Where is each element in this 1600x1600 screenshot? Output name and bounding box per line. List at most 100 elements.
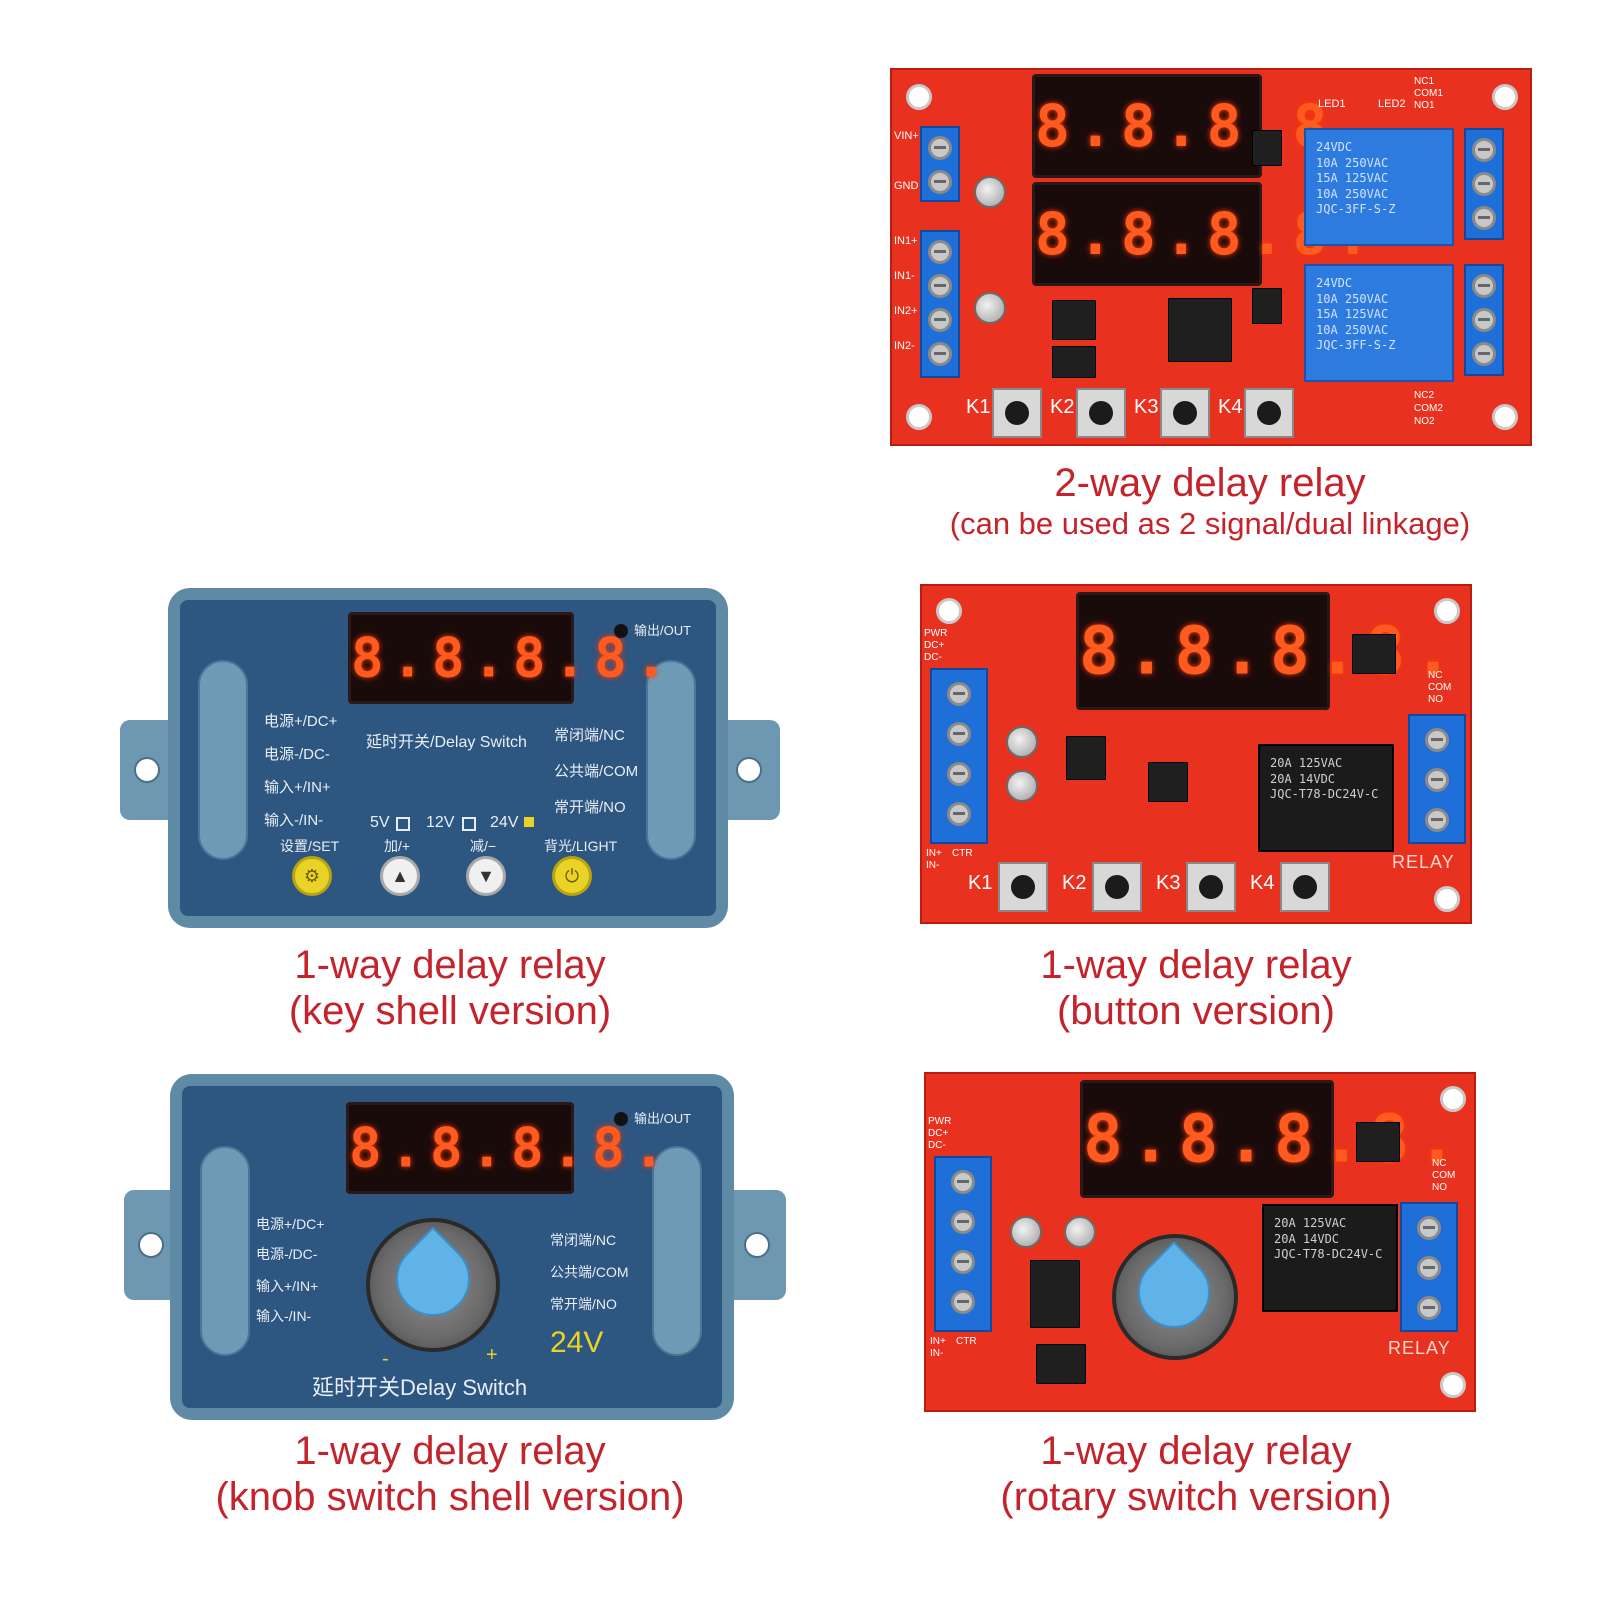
caption-title: 2-way delay relay xyxy=(1054,461,1366,505)
pin-label: PWR xyxy=(924,628,948,639)
capacitor xyxy=(1006,726,1038,758)
power-icon: ⏻ xyxy=(564,865,580,886)
mounting-hole xyxy=(134,757,160,783)
terminal-screw xyxy=(947,802,971,826)
terminal-screw xyxy=(1472,138,1496,162)
key-button-k3[interactable] xyxy=(1160,388,1210,438)
pin-label: NC2 xyxy=(1414,390,1435,401)
two-way-relay-board: 8.8.8.8. 8.8.8.8. VIN+ GND IN1+ IN1- IN2… xyxy=(890,68,1532,446)
pin-label: 电源-/DC- xyxy=(264,746,330,763)
display-digits: 8.8.8.8. xyxy=(1035,92,1379,160)
relay-2-terminal xyxy=(1464,264,1504,376)
pin-label: NC xyxy=(1432,1158,1447,1169)
pin-label: CTR xyxy=(952,848,973,859)
out-label: 输出/OUT xyxy=(634,1111,692,1126)
key-label: K4 xyxy=(1250,872,1275,894)
key-label: K2 xyxy=(1050,396,1075,418)
grip-slot xyxy=(200,1146,250,1356)
knob-indicator-icon xyxy=(1123,1241,1225,1343)
indicator-12v xyxy=(462,817,476,831)
caption-key-shell: 1-way delay relay (key shell version) xyxy=(150,942,750,1034)
relay-2: 24VDC 10A 250VAC 15A 125VAC 10A 250VAC J… xyxy=(1304,264,1454,382)
optocoupler-chip xyxy=(1252,288,1282,324)
relay-terminal xyxy=(1400,1202,1458,1332)
mounting-hole xyxy=(1434,886,1460,912)
up-arrow-icon: ▲ xyxy=(391,865,409,886)
led-display: 8.8.8.8. xyxy=(1076,592,1453,710)
rotary-knob[interactable] xyxy=(366,1218,500,1352)
set-button[interactable]: ⚙ xyxy=(292,856,332,896)
power-terminal xyxy=(920,126,960,202)
capacitor xyxy=(1006,770,1038,802)
led-label: LED1 xyxy=(1318,98,1346,110)
device-title: 延时开关/Delay Switch xyxy=(366,734,527,751)
relay-1-terminal xyxy=(1464,128,1504,240)
down-arrow-icon: ▼ xyxy=(477,865,495,886)
voltage-12v: 12V xyxy=(426,814,455,831)
knob-shell-housing: 8.8.8.8. 输出/OUT 电源+/DC+ 电源-/DC- 输入+/IN+ … xyxy=(170,1074,734,1420)
pin-label: IN+ xyxy=(930,1336,946,1347)
key-button-k2[interactable] xyxy=(1092,862,1142,912)
key-label: K4 xyxy=(1218,396,1243,418)
mounting-ear-right xyxy=(700,720,780,820)
led-display: 8.8.8.8. xyxy=(348,612,676,704)
grip-slot xyxy=(646,660,696,860)
pin-label: 常闭端/NC xyxy=(554,727,625,744)
terminal-screw xyxy=(1425,728,1449,752)
terminal-screw xyxy=(928,308,952,332)
led-display: 8.8.8.8. xyxy=(1080,1080,1457,1198)
terminal-screw xyxy=(1425,808,1449,832)
pin-label: GND xyxy=(894,180,919,192)
terminal-screw xyxy=(1472,206,1496,230)
led-display-top: 8.8.8.8. xyxy=(1032,74,1379,178)
key-button-k4[interactable] xyxy=(1244,388,1294,438)
plus-button[interactable]: ▲ xyxy=(380,856,420,896)
relay-1: 24VDC 10A 250VAC 15A 125VAC 10A 250VAC J… xyxy=(1304,128,1454,246)
pin-label: NO2 xyxy=(1414,416,1435,427)
pin-label: 公共端/COM xyxy=(550,1264,629,1280)
terminal-screw xyxy=(947,762,971,786)
key-button-k2[interactable] xyxy=(1076,388,1126,438)
display-digits: 8.8.8.8. xyxy=(349,1116,674,1180)
key-button-k3[interactable] xyxy=(1186,862,1236,912)
key-label: K1 xyxy=(968,872,993,894)
pin-label: 常闭端/NC xyxy=(550,1232,617,1248)
caption-two-way: 2-way delay relay (can be used as 2 sign… xyxy=(860,460,1560,542)
pin-label: 电源+/DC+ xyxy=(256,1216,325,1232)
capacitor xyxy=(974,292,1006,324)
caption-title: 1-way delay relay xyxy=(1040,943,1352,987)
mounting-hole xyxy=(1492,84,1518,110)
pin-label: NO1 xyxy=(1414,100,1435,111)
rotary-version-board: 8.8.8.8. PWR DC+ DC- IN+ IN- CTR 20A 125… xyxy=(924,1072,1476,1412)
input-terminal xyxy=(934,1156,992,1332)
pin-label: CTR xyxy=(956,1336,977,1347)
pin-label: NC xyxy=(1428,670,1443,681)
pin-label: NC1 xyxy=(1414,76,1435,87)
pin-label: 输入-/IN- xyxy=(264,812,324,829)
light-button[interactable]: ⏻ xyxy=(552,856,592,896)
rotary-switch[interactable] xyxy=(1112,1234,1238,1360)
display-digits: 8.8.8.8. xyxy=(351,626,676,690)
key-button-k1[interactable] xyxy=(998,862,1048,912)
input-terminal xyxy=(920,230,960,378)
key-button-k4[interactable] xyxy=(1280,862,1330,912)
device-title: 延时开关Delay Switch xyxy=(312,1375,528,1400)
capacitor xyxy=(1010,1216,1042,1248)
terminal-screw xyxy=(1417,1256,1441,1280)
relay-label: RELAY xyxy=(1392,852,1455,872)
microcontroller-chip xyxy=(1168,298,1232,362)
caption-title: 1-way delay relay xyxy=(1040,1429,1352,1473)
relay: 20A 125VAC 20A 14VDC JQC-T78-DC24V-C xyxy=(1258,744,1394,852)
key-button-k1[interactable] xyxy=(992,388,1042,438)
terminal-screw xyxy=(951,1290,975,1314)
knob-shell-face: 8.8.8.8. 输出/OUT 电源+/DC+ 电源-/DC- 输入+/IN+ … xyxy=(182,1086,722,1408)
capacitor xyxy=(1064,1216,1096,1248)
pin-label: NO xyxy=(1432,1182,1447,1193)
terminal-screw xyxy=(1417,1296,1441,1320)
terminal-screw xyxy=(1472,342,1496,366)
terminal-screw xyxy=(1472,274,1496,298)
minus-button[interactable]: ▼ xyxy=(466,856,506,896)
terminal-screw xyxy=(1417,1216,1441,1240)
mounting-hole xyxy=(906,84,932,110)
mounting-hole xyxy=(1434,598,1460,624)
